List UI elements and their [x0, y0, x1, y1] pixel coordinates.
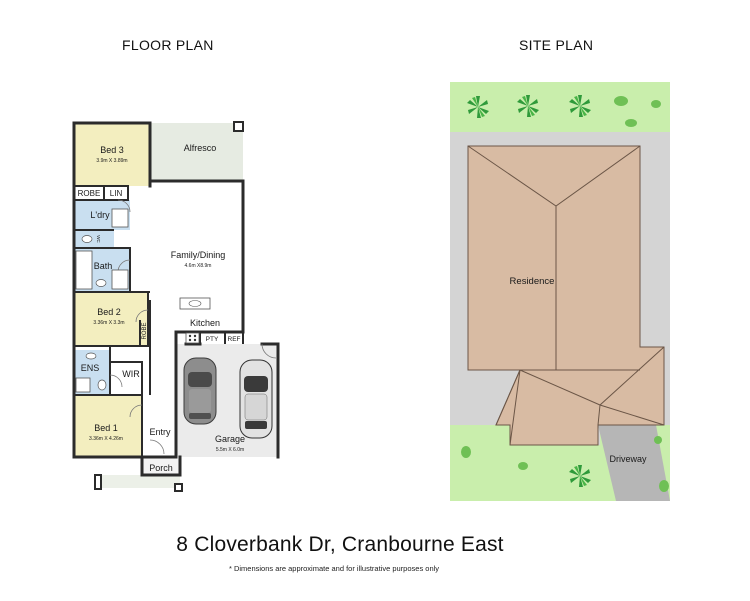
- bathtub-icon: [75, 250, 93, 290]
- laundry-trough-icon: [111, 208, 129, 228]
- robe-label: ROBE: [78, 189, 101, 198]
- site-plan-heading: SITE PLAN: [519, 37, 594, 53]
- bed2-label: Bed 2: [97, 307, 121, 317]
- fixtures: [75, 208, 211, 393]
- ensuite-shower-icon: [75, 377, 91, 393]
- dimensions-disclaimer: * Dimensions are approximate and for ill…: [228, 564, 440, 573]
- pantry-label: PTY: [206, 336, 219, 343]
- linen-label: LIN: [110, 189, 123, 198]
- rear-lawn: [450, 82, 670, 132]
- floor-plan-heading: FLOOR PLAN: [122, 37, 214, 53]
- car-left: [183, 357, 217, 425]
- porch-floor: [142, 457, 180, 475]
- post-front-left: [94, 474, 102, 490]
- shrubs-bottom: [461, 436, 669, 492]
- cooktop-burners: [188, 334, 197, 342]
- front-lawn: [450, 425, 618, 501]
- entry-label: Entry: [149, 427, 171, 437]
- shower-icon: [111, 269, 129, 290]
- bath-basin-icon: [95, 279, 107, 287]
- ensuite-basin-icon: [85, 352, 97, 360]
- robe-side-label: ROBE: [142, 322, 148, 339]
- toilet-icon: [81, 235, 93, 243]
- post-alfresco: [233, 121, 244, 132]
- driveway-label: Driveway: [609, 454, 647, 464]
- family-dining-label: Family/Dining: [171, 250, 226, 260]
- car-right: [239, 359, 273, 439]
- porch-label: Porch: [149, 463, 173, 473]
- family-dining-dimensions: 4.6m X8.9m: [185, 263, 212, 269]
- alfresco-label: Alfresco: [184, 143, 217, 153]
- bed1-dimensions: 3.36m X 4.26m: [89, 436, 123, 442]
- kitchen-label: Kitchen: [190, 318, 220, 328]
- bath-label: Bath: [94, 261, 113, 271]
- bed1-label: Bed 1: [94, 423, 118, 433]
- robe-lin-floor: [74, 186, 128, 200]
- garage-label: Garage: [215, 434, 245, 444]
- wc-label: WC: [96, 235, 101, 243]
- bed2-floor: [74, 292, 148, 346]
- kitchen-sink-icon: [188, 300, 202, 307]
- fridge-label: REF: [228, 336, 241, 343]
- bed3-dimensions: 3.9m X 3.89m: [96, 158, 127, 164]
- shrubs-top: [614, 96, 661, 127]
- alfresco-area: [150, 123, 243, 181]
- site-plan: Residence Driveway: [450, 82, 670, 501]
- garage-dimensions: 5.5m X 6.0m: [216, 447, 244, 453]
- residence-roof: [467, 145, 665, 446]
- bed3-floor: [74, 123, 150, 186]
- cooktop-icon: [185, 332, 200, 344]
- bed3-label: Bed 3: [100, 145, 124, 155]
- bed2-dimensions: 3.36m X 3.3m: [93, 320, 124, 326]
- post-front-right: [174, 483, 183, 492]
- ensuite-label: ENS: [81, 363, 100, 373]
- wc-floor: [74, 230, 114, 248]
- driveway-area: [598, 425, 670, 501]
- floor-plan: Bed 3 3.9m X 3.89m Alfresco ROBE LIN L'd…: [72, 121, 280, 492]
- bed1-floor: [74, 395, 142, 457]
- laundry-label: L'dry: [90, 210, 110, 220]
- ensuite-toilet-icon: [97, 379, 107, 391]
- property-address: 8 Cloverbank Dr, Cranbourne East: [176, 533, 504, 556]
- wir-label: WIR: [122, 369, 140, 379]
- front-path: [100, 475, 180, 488]
- interior-walls: [74, 185, 244, 457]
- residence-label: Residence: [510, 276, 555, 287]
